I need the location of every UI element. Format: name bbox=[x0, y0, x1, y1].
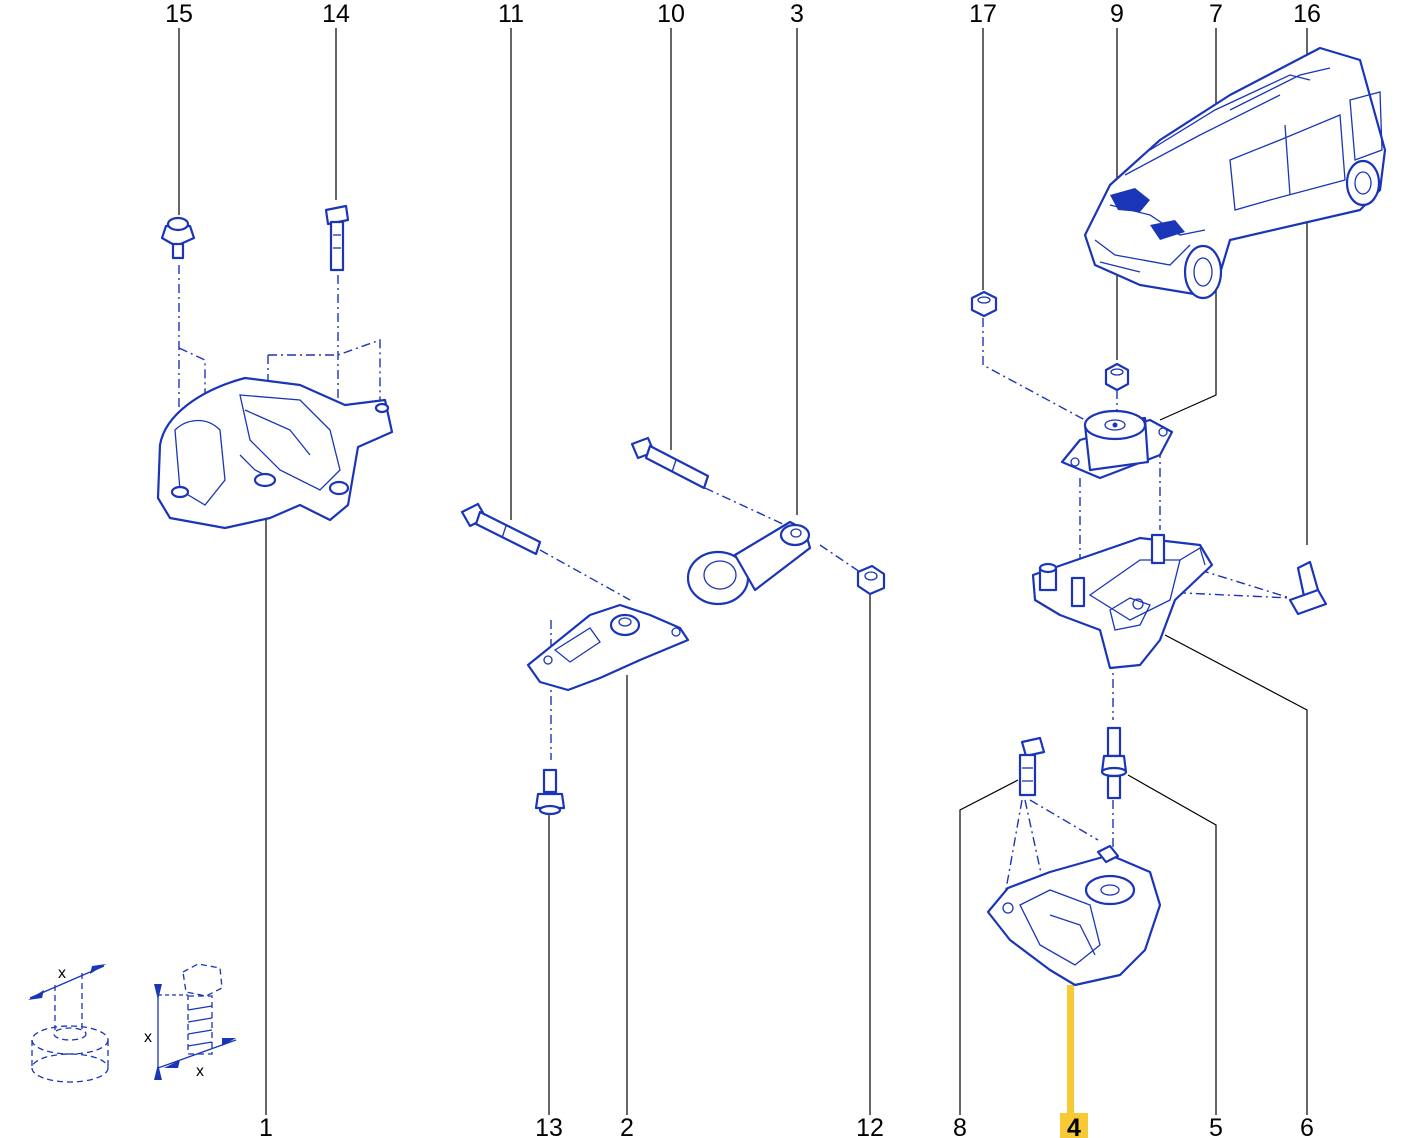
bracket-plate-2-icon bbox=[526, 603, 690, 692]
bolt-8-icon bbox=[1018, 736, 1046, 797]
torque-rod-3-icon bbox=[686, 520, 812, 606]
callout-8: 8 bbox=[953, 1114, 967, 1138]
bolt-10-icon bbox=[630, 436, 710, 490]
nut-17-icon bbox=[970, 290, 998, 318]
callout-3: 3 bbox=[790, 0, 804, 28]
callout-17: 17 bbox=[969, 0, 997, 28]
rubber-mount-7-icon bbox=[1060, 409, 1174, 480]
stud-5-icon bbox=[1100, 726, 1128, 800]
gearbox-mount-4-icon bbox=[986, 844, 1162, 987]
bolt-15-icon bbox=[160, 216, 196, 260]
callout-10: 10 bbox=[657, 0, 685, 28]
callout-7: 7 bbox=[1209, 0, 1223, 28]
nut-12-icon bbox=[856, 564, 886, 596]
nut-dimension-symbol-icon: x bbox=[28, 964, 109, 1083]
callout-6: 6 bbox=[1300, 1114, 1314, 1138]
callout-14: 14 bbox=[322, 0, 350, 28]
callout-13: 13 bbox=[535, 1114, 563, 1138]
nut-9-icon bbox=[1104, 362, 1130, 392]
nut-dimension-label: x bbox=[58, 965, 66, 982]
bolt-14-icon bbox=[324, 204, 350, 272]
mount-bracket-1-icon bbox=[156, 376, 394, 530]
vehicle-icon bbox=[1083, 46, 1387, 300]
highlight-leader-4 bbox=[1067, 985, 1074, 1115]
callout-4-highlighted: 4 bbox=[1067, 1114, 1081, 1138]
callout-11: 11 bbox=[498, 0, 524, 28]
bolt-dimension-symbol-icon: x x bbox=[144, 963, 237, 1080]
gearbox-bracket-6-icon bbox=[1031, 533, 1214, 670]
bolt-11-icon bbox=[460, 502, 542, 556]
callout-9: 9 bbox=[1110, 0, 1124, 28]
callout-12: 12 bbox=[856, 1114, 884, 1138]
callout-2: 2 bbox=[620, 1114, 634, 1138]
callout-15: 15 bbox=[165, 0, 193, 28]
highlight-box-4 bbox=[1060, 1113, 1088, 1138]
callout-1: 1 bbox=[259, 1114, 273, 1138]
bolt-13-icon bbox=[534, 768, 566, 816]
bolt-diameter-label: x bbox=[196, 1063, 204, 1080]
callout-numbers: 15 14 11 10 3 17 9 7 16 1 13 2 12 8 4 5 … bbox=[165, 0, 1321, 1138]
callout-16: 16 bbox=[1293, 0, 1321, 28]
stud-16-icon bbox=[1288, 560, 1328, 616]
bolt-length-label: x bbox=[144, 1029, 152, 1046]
callout-5: 5 bbox=[1209, 1114, 1223, 1138]
